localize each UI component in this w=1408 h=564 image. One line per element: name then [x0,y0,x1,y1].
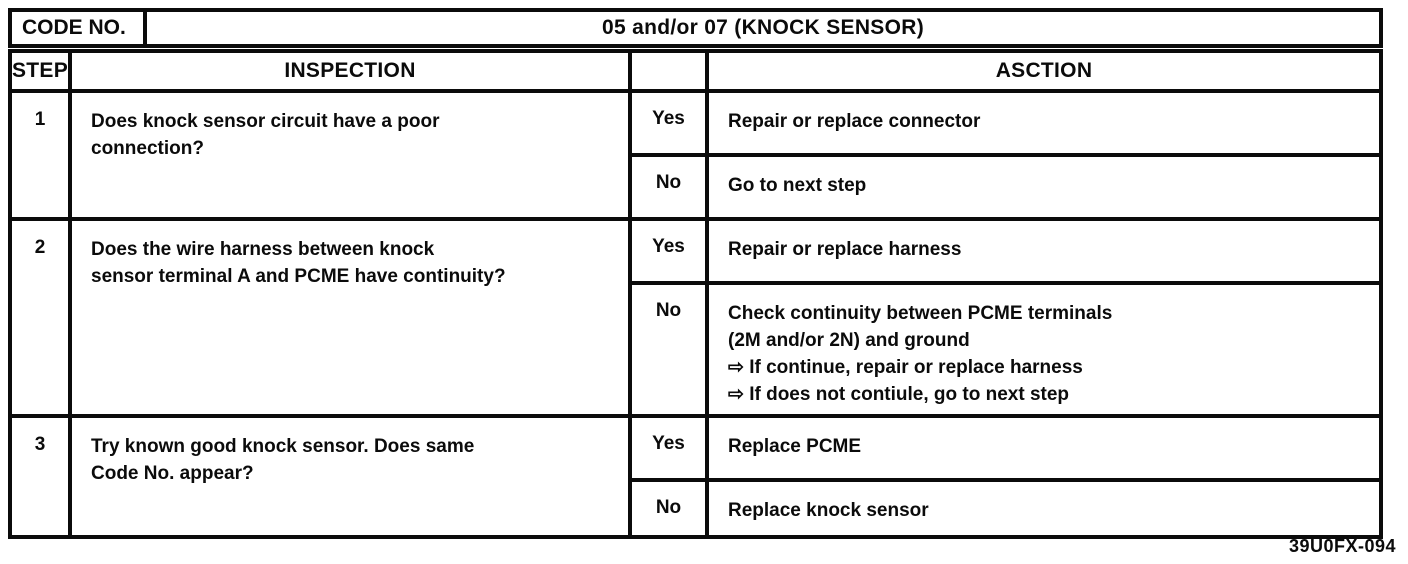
inspection-text-line: Does knock sensor circuit have a poor [91,111,440,132]
action-text-line: Replace PCME [728,436,862,457]
action-cell: Check continuity between PCME terminals … [705,285,1379,414]
code-header-bar: CODE NO. 05 and/or 07 (KNOCK SENSOR) [8,8,1383,48]
action-cell: Repair or replace connector [705,93,1379,153]
branch-yes: Yes Repair or replace connector [628,93,1379,153]
inspection-cell: Does knock sensor circuit have a poor co… [68,93,628,217]
answer-label: Yes [628,93,705,153]
col-header-action: ASCTION [705,53,1379,89]
inspection-text-line: connection? [91,138,204,159]
answer-label: Yes [628,418,705,478]
action-text-line: Repair or replace harness [728,239,962,260]
action-cell: Repair or replace harness [705,221,1379,281]
col-header-step: STEP [11,59,69,82]
answer-label: Yes [628,221,705,281]
diagnostic-table: STEP INSPECTION ASCTION 1 Does knock sen… [8,49,1383,539]
action-text-line: ⇨ If continue, repair or replace harness [728,357,1083,378]
action-cell: Replace knock sensor [705,482,1379,535]
inspection-text-line: Try known good knock sensor. Does same [91,436,475,457]
action-cell: Replace PCME [705,418,1379,478]
branches: Yes Replace PCME No Replace knock sensor [628,418,1379,535]
step-number: 2 [34,237,46,258]
table-header-row: STEP INSPECTION ASCTION [12,53,1379,93]
step-number: 3 [34,434,46,455]
inspection-text-line: Code No. appear? [91,463,254,484]
branch-no: No Go to next step [628,153,1379,217]
answer-label: No [628,157,705,217]
table-row-step-3: 3 Try known good knock sensor. Does same… [12,414,1379,535]
inspection-text-line: Does the wire harness between knock [91,239,435,260]
inspection-text-line: sensor terminal A and PCME have continui… [91,266,506,287]
branch-no: No Check continuity between PCME termina… [628,281,1379,414]
step-number: 1 [34,109,46,130]
code-no-label: CODE NO. [12,12,147,44]
action-cell: Go to next step [705,157,1379,217]
action-text-line: Replace knock sensor [728,500,929,521]
action-text-line: Check continuity between PCME terminals [728,303,1113,324]
answer-label: No [628,482,705,535]
answer-label: No [628,285,705,414]
branch-no: No Replace knock sensor [628,478,1379,535]
figure-reference: 39U0FX-094 [1288,536,1396,556]
action-text-line: (2M and/or 2N) and ground [728,330,970,351]
branches: Yes Repair or replace harness No Check c… [628,221,1379,414]
table-row-step-2: 2 Does the wire harness between knock se… [12,217,1379,414]
table-row-step-1: 1 Does knock sensor circuit have a poor … [12,93,1379,217]
action-text-line: Repair or replace connector [728,111,981,132]
action-text-line: ⇨ If does not contiule, go to next step [728,384,1070,405]
branch-yes: Yes Replace PCME [628,418,1379,478]
inspection-cell: Does the wire harness between knock sens… [68,221,628,414]
code-title: 05 and/or 07 (KNOCK SENSOR) [602,16,924,39]
action-text-line: Go to next step [728,175,867,196]
inspection-cell: Try known good knock sensor. Does same C… [68,418,628,535]
col-header-yesno [628,53,705,89]
branch-yes: Yes Repair or replace harness [628,221,1379,281]
branches: Yes Repair or replace connector No Go to… [628,93,1379,217]
col-header-inspection: INSPECTION [68,53,628,89]
